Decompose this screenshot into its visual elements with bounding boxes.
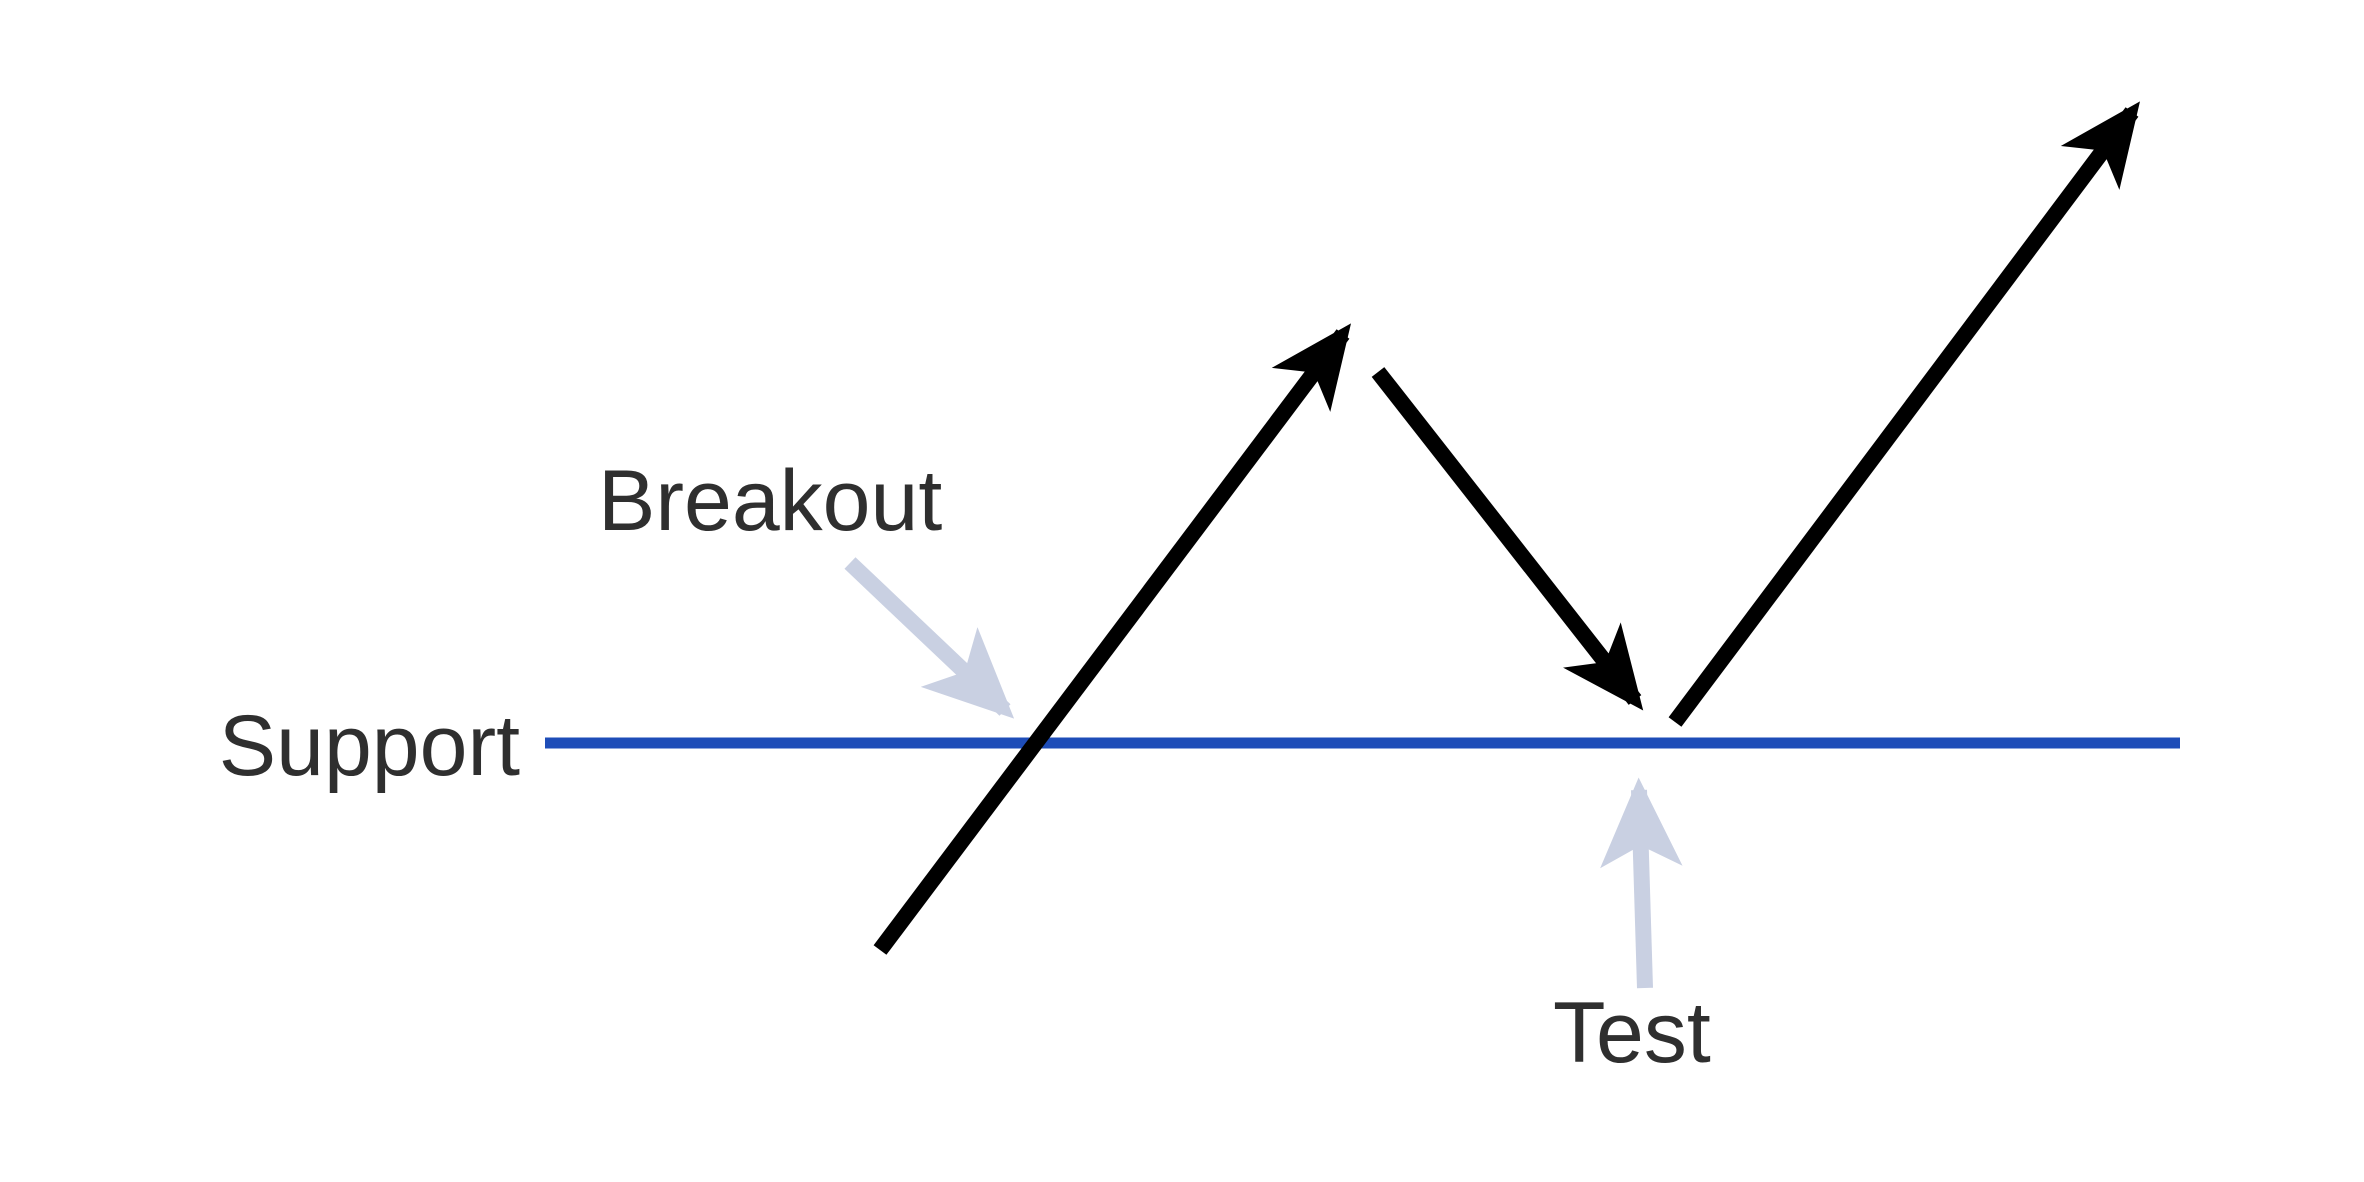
breakout-annotation-arrow-icon [844, 557, 1015, 719]
support-label: Support [219, 698, 520, 794]
breakout-label: Breakout [598, 453, 942, 549]
price-path-leg2-pullback [1371, 367, 1644, 711]
test-annotation-arrow-icon [1600, 777, 1683, 989]
test-label: Test [1553, 985, 1711, 1081]
price-path-leg3-continuation-rally [1668, 101, 2140, 727]
price-path-leg1-breakout-rally [873, 323, 1351, 955]
